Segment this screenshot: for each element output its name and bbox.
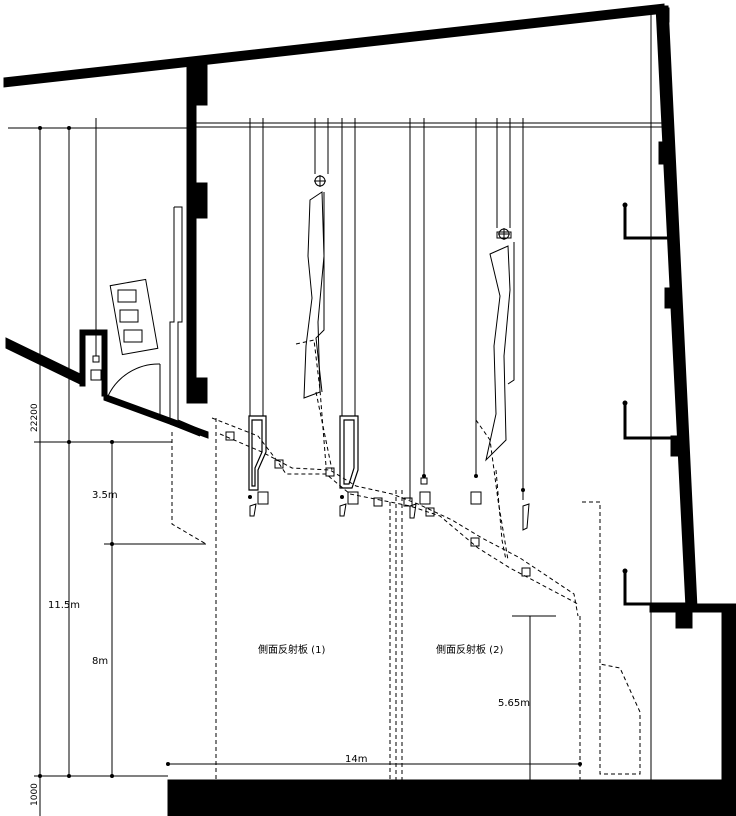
side-balconies <box>623 206 686 606</box>
stage-lights <box>225 231 531 577</box>
label-total-height: 22200 <box>30 403 40 432</box>
reflector-tower-1 <box>248 415 267 491</box>
reflector-swing-path <box>315 391 333 471</box>
proscenium-block <box>186 59 208 106</box>
right-wall-pilaster <box>658 141 672 165</box>
booth-light <box>90 369 102 381</box>
reflector-swing-path <box>295 339 327 467</box>
label-11-5m: 11.5m <box>48 600 80 611</box>
dimension-lines <box>34 128 580 816</box>
reflector-lowered-path <box>219 433 579 617</box>
ceiling-reflector-1 <box>303 191 325 399</box>
reflector-1-cable <box>315 192 325 393</box>
booth-wall <box>101 329 108 397</box>
reflector-swing-path <box>475 419 509 561</box>
monitor <box>117 289 137 303</box>
right-wall-pilaster <box>656 7 670 23</box>
building-shell <box>3 3 736 816</box>
reflector-tower-1-inner <box>251 419 263 487</box>
door <box>103 364 161 421</box>
reflector-tower-2-inner <box>343 419 355 485</box>
fly-lines <box>249 118 524 500</box>
label-14m: 14m <box>345 754 367 765</box>
console-box <box>109 278 159 356</box>
monitor <box>123 329 143 343</box>
label-5-65m: 5.65m <box>498 698 530 709</box>
proscenium-wall <box>186 59 197 401</box>
batten-dots <box>248 474 525 499</box>
roof-slab <box>3 3 665 88</box>
proscenium-frame <box>174 206 207 433</box>
proscenium-block <box>194 182 208 219</box>
ceiling-reflectors <box>303 175 515 462</box>
reflector-lowered-path <box>211 417 579 605</box>
right-wall-pilaster <box>670 435 684 457</box>
dashed-positions <box>171 339 641 780</box>
monitor <box>119 309 139 323</box>
reflector-towers <box>248 415 359 491</box>
reflector-tower-2 <box>339 415 359 489</box>
stored-reflector <box>582 501 641 775</box>
balcony-rail <box>623 572 686 606</box>
stage-floor-slab <box>167 779 736 816</box>
balcony-rail <box>623 404 678 440</box>
door-swing <box>107 363 161 397</box>
reflector-2-cable <box>507 242 515 385</box>
booth-equipment <box>90 118 159 381</box>
right-wall-pilaster <box>675 603 693 629</box>
label-side-reflector-2: 側面反射板 (2) <box>436 643 503 656</box>
balcony-rail <box>623 206 668 240</box>
ceiling-reflector-2 <box>485 245 511 462</box>
label-base-height: 1000 <box>30 783 40 806</box>
balcony-end-dots <box>622 202 628 574</box>
left-reflector-stored <box>171 432 207 545</box>
booth-light <box>92 355 100 363</box>
reflector-swing-path <box>495 469 507 561</box>
proscenium-frame <box>169 207 201 437</box>
proscenium-block <box>186 377 208 404</box>
booth-wall <box>79 329 86 387</box>
right-floor-slab <box>649 603 736 613</box>
right-wall-pilaster <box>664 287 678 309</box>
label-side-reflector-1: 側面反射板 (1) <box>258 643 325 656</box>
label-3-5m: 3.5m <box>92 490 118 501</box>
labels: 22200 1000 11.5m 3.5m 8m 5.65m 14m 側面反射板… <box>30 403 530 806</box>
dimension-dots <box>38 126 582 778</box>
label-8m: 8m <box>92 656 108 667</box>
right-lower-wall <box>721 603 736 785</box>
